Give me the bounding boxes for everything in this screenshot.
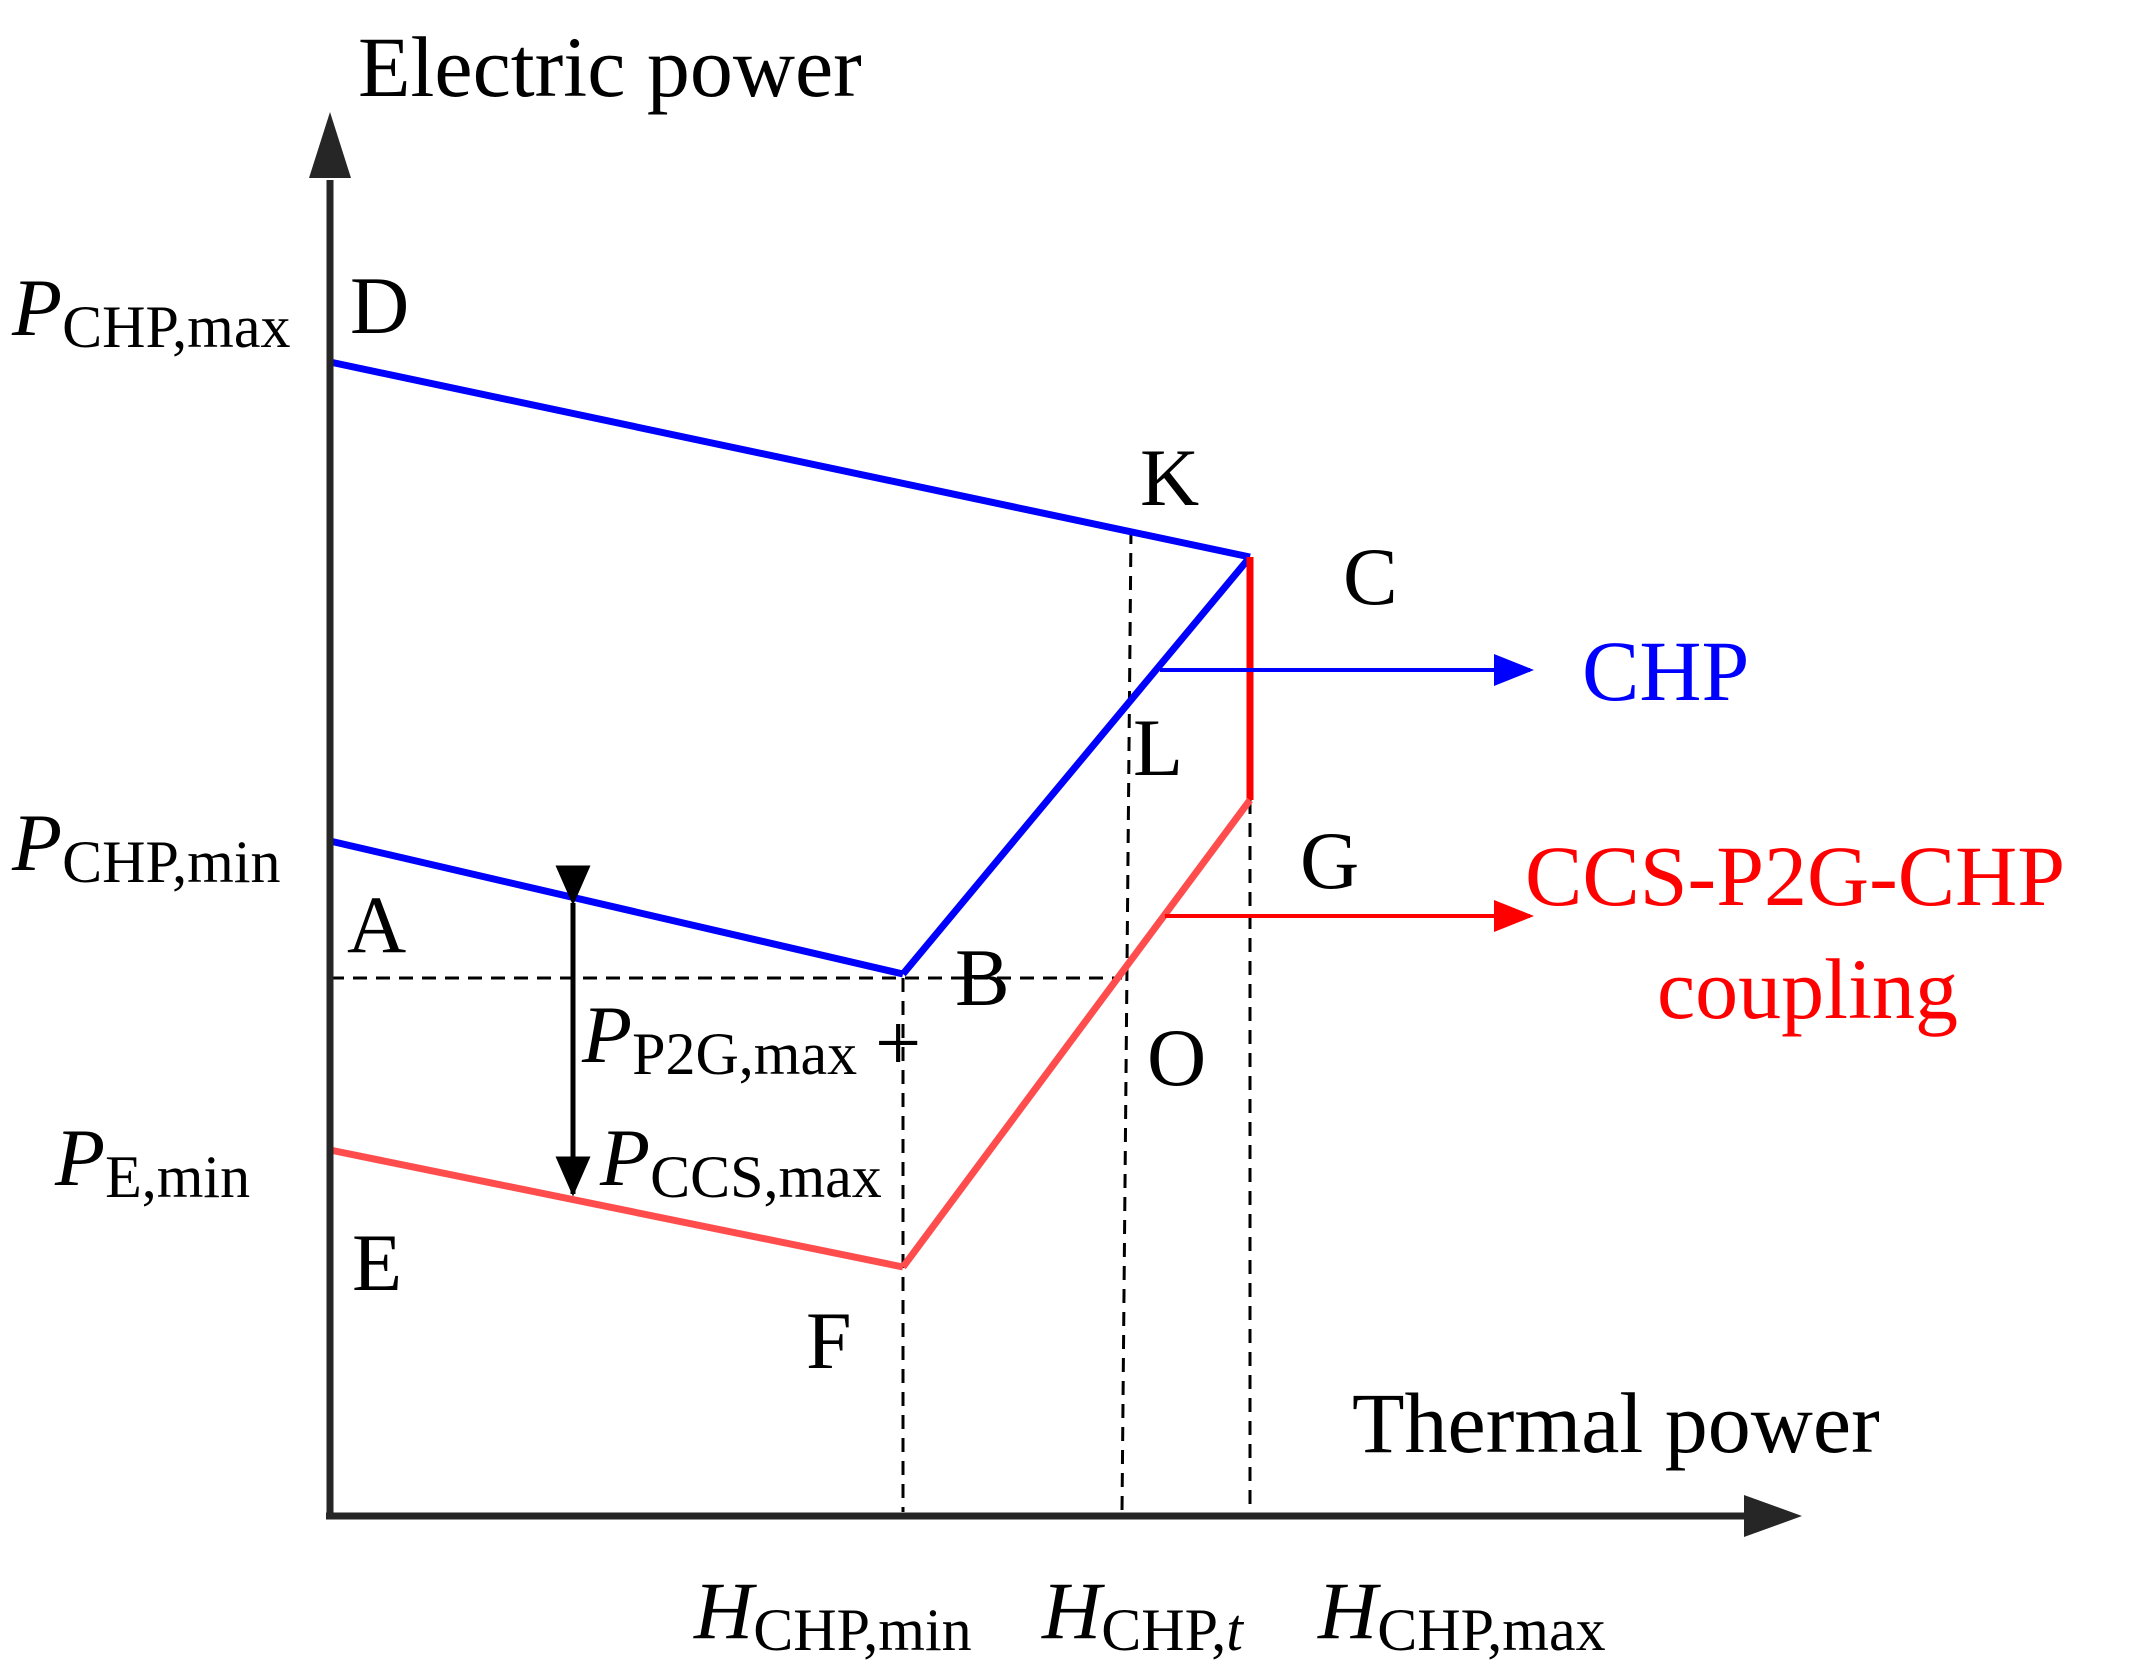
x-tick-h-chp-max: HCHP,max [1317,1565,1606,1663]
point-label-k: K [1140,432,1199,523]
x-tick-h-chp-t: HCHP,t [1041,1565,1244,1663]
edge-d-c [329,358,1251,561]
annotation-plus: + [875,997,921,1088]
y-tick-p-chp-max: PCHP,max [11,262,290,360]
legend-coupling-label-line1: CCS-P2G-CHP [1525,828,2065,924]
point-label-c: C [1343,531,1398,622]
chp-region [329,358,1253,978]
axes [309,112,1802,1537]
edge-c-b [900,554,1253,977]
edge-b-a [329,837,904,978]
legend-chp-label: CHP [1582,623,1749,719]
y-axis-arrowhead [309,112,351,178]
annotation-p-p2g-max: PP2G,max [581,989,857,1087]
guide-lines [330,529,1252,1513]
point-label-a: A [347,879,406,970]
guide-vertical-h-chp-t [1120,529,1133,1513]
x-tick-h-chp-min: HCHP,min [693,1565,972,1663]
point-label-l: L [1133,702,1183,793]
point-label-b: B [955,932,1010,1023]
x-axis-label: Thermal power [1352,1375,1880,1471]
y-tick-p-chp-min: PCHP,min [11,797,281,895]
point-label-d: D [350,260,409,351]
edge-e-f [329,1146,904,1271]
legend-coupling-label-line2: coupling [1657,941,1958,1037]
y-tick-p-e-min: PE,min [54,1112,250,1210]
y-axis-label: Electric power [358,19,862,115]
annotation-p-ccs-max: PCCS,max [599,1112,882,1210]
point-label-g: G [1300,815,1359,906]
point-label-o: O [1147,1012,1206,1103]
x-axis-arrowhead [1744,1495,1802,1537]
point-label-e: E [352,1217,402,1308]
point-label-f: F [806,1295,852,1386]
edge-f-g [900,797,1253,1270]
